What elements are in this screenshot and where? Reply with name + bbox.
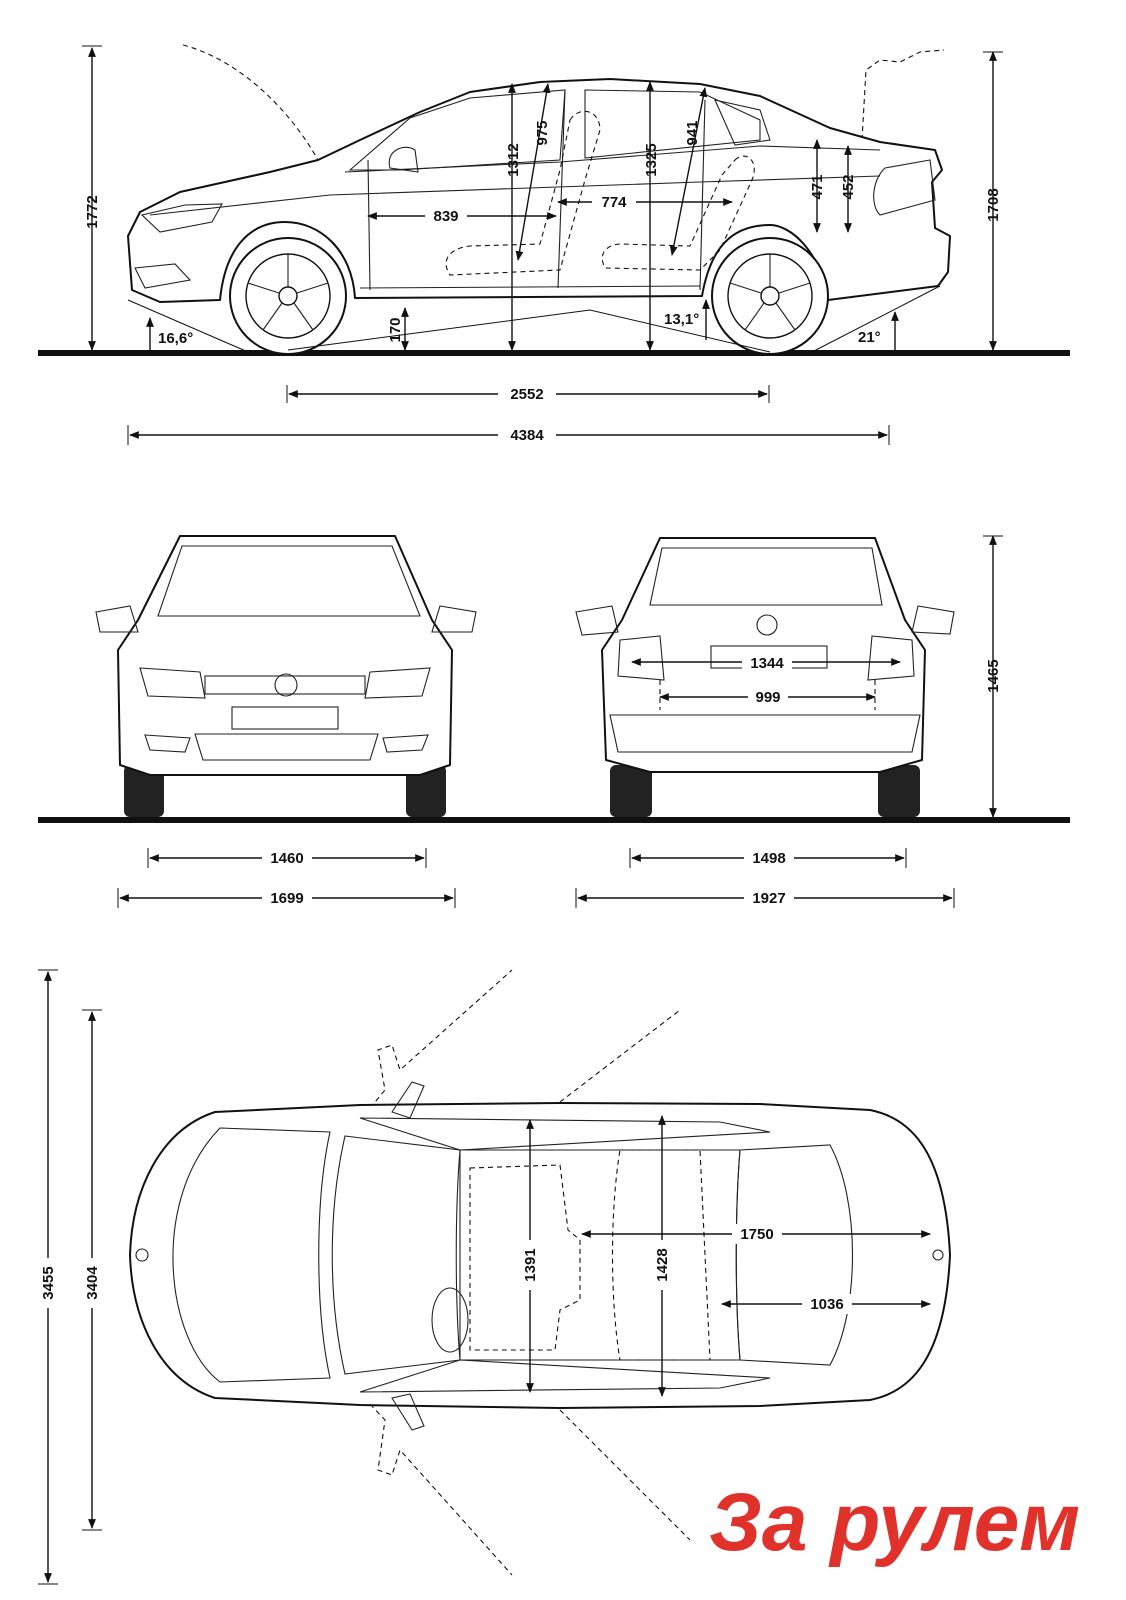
rear-wheel (711, 237, 829, 355)
label-width-doors-open-rear: 3404 (84, 1266, 101, 1300)
rear-right-tire (878, 765, 920, 817)
label-trunk-floor-length: 1036 (810, 1296, 843, 1313)
fog-light (134, 263, 192, 289)
label-rear-legroom: 774 (601, 194, 627, 211)
front-view: 1460 1699 (38, 535, 1070, 908)
departure-angle-line (811, 285, 941, 353)
label-ground-clearance: 170 (387, 317, 404, 342)
rear-mirror-right (911, 605, 955, 635)
rear-bumper (609, 714, 921, 753)
vw-logo-front (274, 673, 298, 697)
top-hood-line (172, 1127, 331, 1383)
sill-line (359, 285, 701, 289)
front-mirror-left (95, 605, 139, 633)
front-headlight-left (139, 667, 206, 699)
label-front-seat-height: 1312 (505, 143, 522, 176)
label-rear-shoulder-width: 1428 (654, 1248, 671, 1281)
rear-quarter-window (714, 99, 771, 146)
front-seat-outline (445, 110, 601, 276)
top-side-window-left (359, 1117, 771, 1151)
label-trunk-opening-height: 471 (809, 174, 826, 199)
label-front-legroom: 839 (433, 208, 458, 225)
front-headlight-right (364, 667, 431, 699)
tail-light (873, 159, 936, 216)
front-mirror-right (431, 605, 477, 633)
top-view: 3455 3404 1391 1428 1750 1036 (38, 969, 951, 1585)
label-width-with-mirrors: 1927 (752, 890, 785, 907)
rear-left-tire (610, 765, 652, 817)
approach-angle-line (127, 299, 249, 353)
label-rear-seat-height: 1325 (643, 143, 660, 176)
dim-line-941 (669, 87, 708, 256)
label-front-headroom: 975 (534, 120, 551, 145)
label-overall-height-trunk-open: 1708 (985, 188, 1002, 221)
front-left-tire (124, 765, 164, 817)
label-trunk-opening-width: 1344 (750, 655, 784, 672)
label-body-width: 1699 (270, 890, 303, 907)
top-steering-wheel (431, 1287, 469, 1353)
headlight (140, 203, 223, 233)
front-wheel (229, 237, 347, 355)
front-license-plate (231, 706, 339, 730)
label-width-doors-open-front: 3455 (40, 1266, 57, 1299)
label-trunk-lid-height: 452 (840, 174, 857, 199)
side-mirror (388, 146, 419, 173)
rear-seat-outline (601, 155, 755, 271)
top-mirror-left (391, 1081, 425, 1119)
top-door-open-front (369, 969, 513, 1109)
vw-logo-top-rear (932, 1249, 944, 1261)
rear-taillight-left (617, 635, 665, 681)
top-door-open-front-bottom (369, 1403, 513, 1576)
rear-window (649, 547, 883, 606)
top-rear-seats-outline (611, 1149, 711, 1361)
top-side-window-right (359, 1359, 771, 1393)
front-door-open-arc (182, 44, 319, 161)
trunk-open-arc (861, 49, 945, 141)
label-front-shoulder-width: 1391 (522, 1248, 539, 1281)
top-seats-outline (469, 1164, 581, 1351)
windshield (157, 545, 421, 617)
breakover-angle-line (287, 309, 771, 353)
front-right-tire (406, 765, 446, 817)
label-approach-angle: 16,6° (158, 330, 193, 347)
za-rulem-watermark: За рулем (709, 1477, 1080, 1568)
label-rear-headroom: 941 (684, 120, 701, 145)
vw-logo-rear (756, 614, 778, 636)
label-trunk-opening-lower-width: 999 (755, 689, 780, 706)
top-door-open-rear (559, 1009, 681, 1103)
label-overall-height: 1465 (985, 659, 1002, 692)
label-departure-angle: 21° (858, 329, 881, 346)
front-fog-right (382, 734, 429, 753)
top-rear-window (735, 1144, 854, 1366)
front-grille (204, 675, 366, 695)
label-front-track: 1460 (270, 850, 303, 867)
top-windshield (331, 1135, 461, 1375)
label-wheelbase: 2552 (510, 386, 543, 403)
top-mirror-right (391, 1393, 425, 1431)
lower-grille (194, 733, 379, 761)
label-breakover-angle: 13,1° (664, 311, 699, 328)
rear-view: 1344 999 1465 1498 1927 (575, 535, 1003, 908)
rear-mirror-left (575, 605, 619, 636)
label-overall-height-door-open: 1772 (84, 195, 101, 228)
top-door-open-rear-bottom (559, 1409, 691, 1541)
label-overall-length: 4384 (510, 427, 544, 444)
label-trunk-length: 1750 (740, 1226, 773, 1243)
label-rear-track: 1498 (752, 850, 785, 867)
vw-logo-top-front (135, 1248, 149, 1262)
side-view: 1772 1708 1312 1325 975 941 471 452 170 … (38, 44, 1070, 445)
front-body-outline (117, 535, 453, 776)
front-fog-left (144, 734, 191, 753)
dim-line-975 (515, 83, 551, 261)
